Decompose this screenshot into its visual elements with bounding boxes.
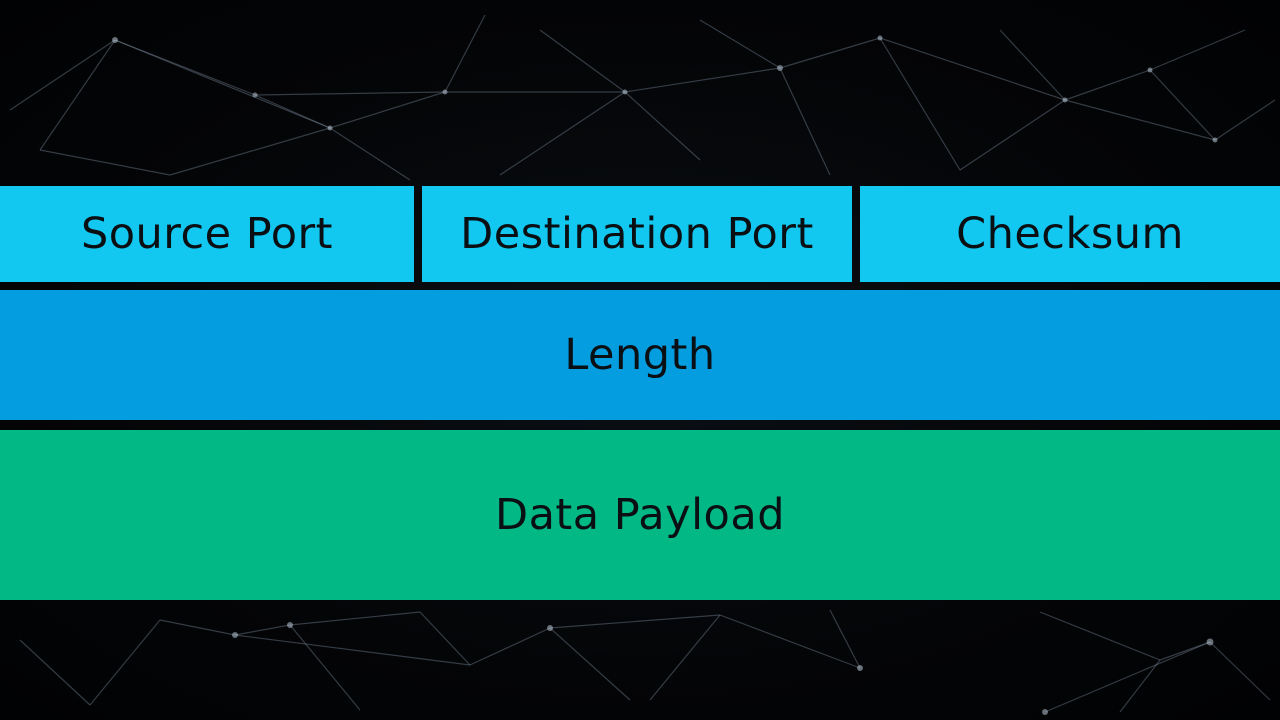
checksum-label: Checksum xyxy=(956,209,1184,259)
destination-port-label: Destination Port xyxy=(460,209,814,259)
length-field: Length xyxy=(0,290,1280,420)
checksum-field: Checksum xyxy=(860,186,1280,282)
data-payload-label: Data Payload xyxy=(494,490,786,540)
source-port-field: Source Port xyxy=(0,186,414,282)
data-payload-field: Data Payload xyxy=(0,430,1280,600)
destination-port-field: Destination Port xyxy=(422,186,852,282)
length-label: Length xyxy=(564,330,716,380)
source-port-label: Source Port xyxy=(80,209,334,259)
